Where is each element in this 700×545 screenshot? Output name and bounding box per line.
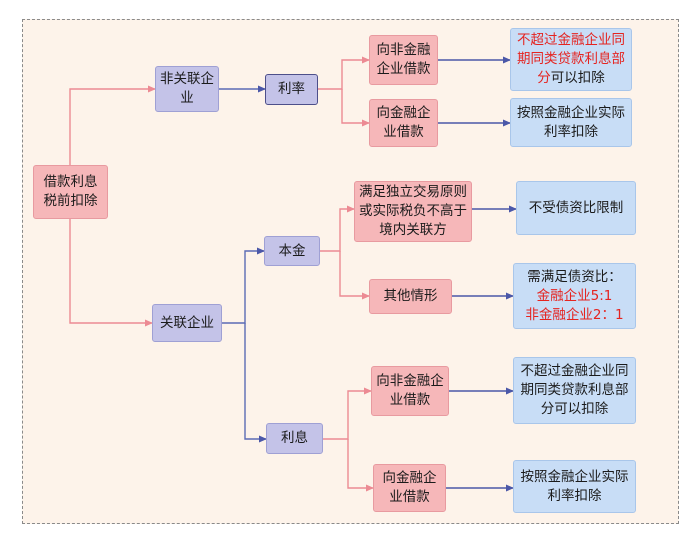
unrelated-fin-label: 向金融企业借款 [376,105,431,140]
related-label: 关联企业 [160,314,214,331]
node-other-result: 需满足债资比： 金融企业5:1 非金融企业2：1 [513,263,636,329]
edge-interest-fin [347,439,374,492]
node-unrelated: 非关联企业 [155,66,219,112]
node-interest-nonfin-result: 不超过金融企业同期同类贷款利息部分可以扣除 [513,357,636,424]
interest-nonfin-label: 向非金融企业借款 [376,373,444,408]
node-arms-length-result: 不受债资比限制 [516,181,636,235]
edge-related-principal [222,247,265,324]
unrelated-fin-result: 按照金融企业实际利率扣除 [517,104,625,140]
edge-principal-arms [320,205,355,252]
edge-principal-other [339,251,370,300]
root-label: 借款利息税前扣除 [43,174,98,209]
edge-root-related [69,192,153,327]
unrelated-label: 非关联企业 [160,71,214,106]
ratio-title: 需满足债资比： [527,268,622,285]
other-label: 其他情形 [383,288,438,304]
arms-length-result: 不受债资比限制 [528,199,624,216]
edge-interest-nonfin [323,387,372,440]
interest-fin-label: 向金融企业借款 [382,470,437,505]
node-principal: 本金 [264,236,320,266]
edge-related-interest [244,323,267,443]
node-unrelated-fin-result: 按照金融企业实际利率扣除 [510,98,632,147]
principal-label: 本金 [278,242,306,259]
ratio-financial: 金融企业5:1 [536,287,613,304]
node-unrelated-fin: 向金融企业借款 [369,99,438,147]
node-interest: 利息 [266,423,323,454]
interest-nonfin-result: 不超过金融企业同期同类贷款利息部分可以扣除 [520,363,629,417]
unrelated-nonfin-label: 向非金融企业借款 [376,42,431,77]
node-unrelated-nonfin: 向非金融企业借款 [369,35,438,85]
node-interest-fin: 向金融企业借款 [373,464,446,512]
interest-label: 利息 [281,430,308,446]
interest-fin-result: 按照金融企业实际利率扣除 [520,468,629,504]
node-other: 其他情形 [369,279,452,314]
node-related: 关联企业 [152,304,222,342]
arms-length-label: 满足独立交易原则或实际税负不高于境内关联方 [359,184,467,238]
result-red-text: 不超过金融企业同期同类贷款利息部分 [517,32,625,86]
node-interest-nonfin: 向非金融企业借款 [371,366,449,416]
node-unrelated-nonfin-result: 不超过金融企业同期同类贷款利息部分可以扣除 [510,28,632,91]
edge-rate-fin [341,89,370,127]
edge-rate-nonfin [318,56,370,90]
node-interest-fin-result: 按照金融企业实际利率扣除 [513,460,636,513]
node-rate: 利率 [265,74,318,105]
unrelated-nonfin-result: 不超过金融企业同期同类贷款利息部分可以扣除 [515,31,627,88]
node-root: 借款利息税前扣除 [33,165,108,219]
node-arms-length: 满足独立交易原则或实际税负不高于境内关联方 [354,181,472,242]
ratio-nonfinancial: 非金融企业2：1 [525,306,624,323]
rate-label: 利率 [278,81,305,97]
result-tail-text: 可以扣除 [550,70,605,86]
